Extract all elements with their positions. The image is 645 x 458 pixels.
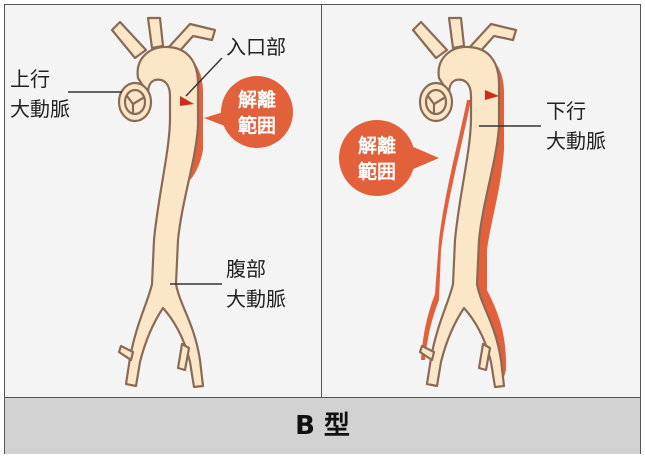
bubble-left-line1: 解離 — [238, 88, 276, 111]
label-entry: 入口部 — [226, 35, 286, 59]
right-aorta — [339, 16, 541, 389]
bubble-right — [339, 120, 415, 196]
left-aorta — [68, 16, 293, 389]
type-title: B 型 — [295, 411, 350, 441]
label-ascending-line2: 大動脈 — [10, 97, 70, 121]
entry-marker-right — [485, 90, 499, 100]
diagram-frame — [4, 4, 641, 454]
bubble-left — [221, 76, 293, 148]
entry-marker-left — [180, 96, 194, 106]
bubble-right-tail — [411, 146, 439, 170]
bubble-right-line2: 範囲 — [358, 160, 396, 183]
label-ascending-line1: 上行 — [10, 67, 50, 91]
label-descending-line1: 下行 — [546, 99, 586, 123]
bubble-right-line1: 解離 — [358, 134, 396, 157]
label-abdominal-line2: 大動脈 — [226, 287, 286, 311]
label-descending-line2: 大動脈 — [546, 129, 606, 153]
panel-divider — [321, 4, 322, 397]
bubble-left-line2: 範囲 — [238, 114, 276, 137]
label-abdominal-line1: 腹部 — [226, 257, 266, 281]
footer-bar: B 型 — [5, 397, 640, 454]
